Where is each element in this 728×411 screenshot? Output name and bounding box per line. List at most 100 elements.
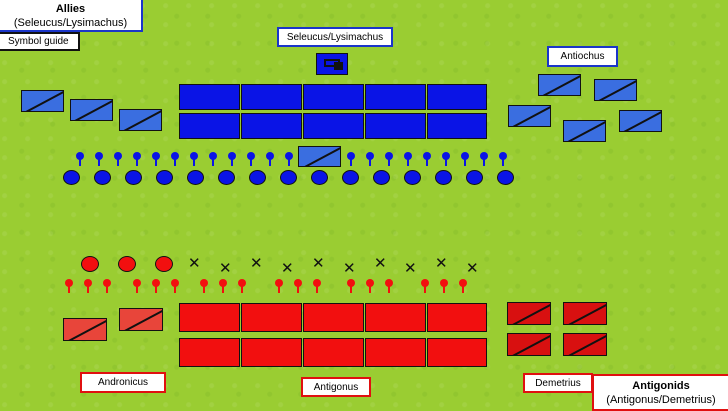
skirmisher-icon bbox=[403, 152, 413, 166]
cavalry-icon bbox=[298, 146, 341, 167]
elephant-icon bbox=[125, 170, 142, 185]
antigonids-legend-title: Antigonids bbox=[632, 380, 690, 392]
phalanx-block-icon bbox=[241, 84, 302, 110]
skirmisher-icon bbox=[151, 152, 161, 166]
skirmisher-icon bbox=[208, 152, 218, 166]
allies-legend-title: Allies bbox=[55, 3, 86, 15]
skirmisher-icon bbox=[75, 152, 85, 166]
elephant-icon bbox=[81, 256, 99, 272]
skirmisher-icon bbox=[441, 152, 451, 166]
cavalry-icon bbox=[119, 109, 162, 131]
caltrop-icon: ✕ bbox=[281, 260, 294, 277]
label-antiochus: Antiochus bbox=[547, 46, 618, 67]
phalanx-block-icon bbox=[179, 303, 240, 332]
skirmisher-icon bbox=[170, 152, 180, 166]
caltrop-icon: ✕ bbox=[312, 255, 325, 272]
skirmisher-icon bbox=[460, 152, 470, 166]
elephant-icon bbox=[280, 170, 297, 185]
caltrop-icon: ✕ bbox=[250, 255, 263, 272]
elephant-icon bbox=[311, 170, 328, 185]
phalanx-block-icon bbox=[241, 338, 302, 367]
skirmisher-icon bbox=[498, 152, 508, 166]
elephant-icon bbox=[497, 170, 514, 185]
skirmisher-icon bbox=[132, 279, 142, 293]
skirmisher-icon bbox=[113, 152, 123, 166]
phalanx-block-icon bbox=[303, 338, 364, 367]
cavalry-icon bbox=[507, 302, 551, 325]
phalanx-block-icon bbox=[179, 113, 240, 139]
caltrop-icon: ✕ bbox=[435, 255, 448, 272]
elephant-icon bbox=[249, 170, 266, 185]
skirmisher-icon bbox=[83, 279, 93, 293]
skirmisher-icon bbox=[479, 152, 489, 166]
caltrop-icon: ✕ bbox=[374, 255, 387, 272]
phalanx-block-icon bbox=[179, 338, 240, 367]
elephant-icon bbox=[218, 170, 235, 185]
general-flag-icon bbox=[316, 53, 348, 75]
caltrop-icon: ✕ bbox=[188, 255, 201, 272]
skirmisher-icon bbox=[102, 279, 112, 293]
skirmisher-icon bbox=[94, 152, 104, 166]
skirmisher-icon bbox=[132, 152, 142, 166]
phalanx-block-icon bbox=[365, 113, 426, 139]
caltrop-icon: ✕ bbox=[466, 260, 479, 277]
cavalry-icon bbox=[21, 90, 64, 112]
cavalry-icon bbox=[619, 110, 662, 132]
elephant-icon bbox=[373, 170, 390, 185]
skirmisher-icon bbox=[151, 279, 161, 293]
elephant-icon bbox=[63, 170, 80, 185]
skirmisher-icon bbox=[312, 279, 322, 293]
skirmisher-icon bbox=[170, 279, 180, 293]
phalanx-block-icon bbox=[303, 113, 364, 139]
phalanx-block-icon bbox=[241, 303, 302, 332]
skirmisher-icon bbox=[218, 279, 228, 293]
cavalry-icon bbox=[563, 120, 606, 142]
elephant-icon bbox=[435, 170, 452, 185]
skirmisher-icon bbox=[199, 279, 209, 293]
phalanx-block-icon bbox=[303, 303, 364, 332]
phalanx-block-icon bbox=[365, 84, 426, 110]
cavalry-icon bbox=[538, 74, 581, 96]
elephant-icon bbox=[118, 256, 136, 272]
skirmisher-icon bbox=[365, 152, 375, 166]
cavalry-icon bbox=[563, 333, 607, 356]
antigonids-legend: Antigonids (Antigonus/Demetrius) bbox=[592, 374, 728, 411]
skirmisher-icon bbox=[384, 152, 394, 166]
elephant-icon bbox=[404, 170, 421, 185]
skirmisher-icon bbox=[439, 279, 449, 293]
phalanx-block-icon bbox=[427, 113, 487, 139]
phalanx-block-icon bbox=[427, 338, 487, 367]
cavalry-icon bbox=[507, 333, 551, 356]
elephant-icon bbox=[94, 170, 111, 185]
phalanx-block-icon bbox=[241, 113, 302, 139]
skirmisher-icon bbox=[227, 152, 237, 166]
label-andronicus: Andronicus bbox=[80, 372, 166, 393]
skirmisher-icon bbox=[420, 279, 430, 293]
elephant-icon bbox=[156, 170, 173, 185]
phalanx-block-icon bbox=[179, 84, 240, 110]
antigonids-legend-subtitle: (Antigonus/Demetrius) bbox=[606, 394, 716, 406]
skirmisher-icon bbox=[346, 279, 356, 293]
phalanx-block-icon bbox=[365, 303, 426, 332]
label-seleucus: Seleucus/Lysimachus bbox=[277, 27, 393, 47]
skirmisher-icon bbox=[365, 279, 375, 293]
skirmisher-icon bbox=[64, 279, 74, 293]
cavalry-icon bbox=[63, 318, 107, 341]
skirmisher-icon bbox=[189, 152, 199, 166]
skirmisher-icon bbox=[384, 279, 394, 293]
skirmisher-icon bbox=[284, 152, 294, 166]
phalanx-block-icon bbox=[427, 303, 487, 332]
elephant-icon bbox=[155, 256, 173, 272]
caltrop-icon: ✕ bbox=[404, 260, 417, 277]
label-antigonus: Antigonus bbox=[301, 377, 371, 397]
elephant-icon bbox=[466, 170, 483, 185]
phalanx-block-icon bbox=[303, 84, 364, 110]
allies-legend: Allies (Seleucus/Lysimachus) bbox=[0, 0, 143, 32]
skirmisher-icon bbox=[274, 279, 284, 293]
cavalry-icon bbox=[594, 79, 637, 101]
elephant-icon bbox=[187, 170, 204, 185]
skirmisher-icon bbox=[246, 152, 256, 166]
skirmisher-icon bbox=[458, 279, 468, 293]
symbol-guide-button[interactable]: Symbol guide bbox=[0, 32, 80, 51]
cavalry-icon bbox=[508, 105, 551, 127]
